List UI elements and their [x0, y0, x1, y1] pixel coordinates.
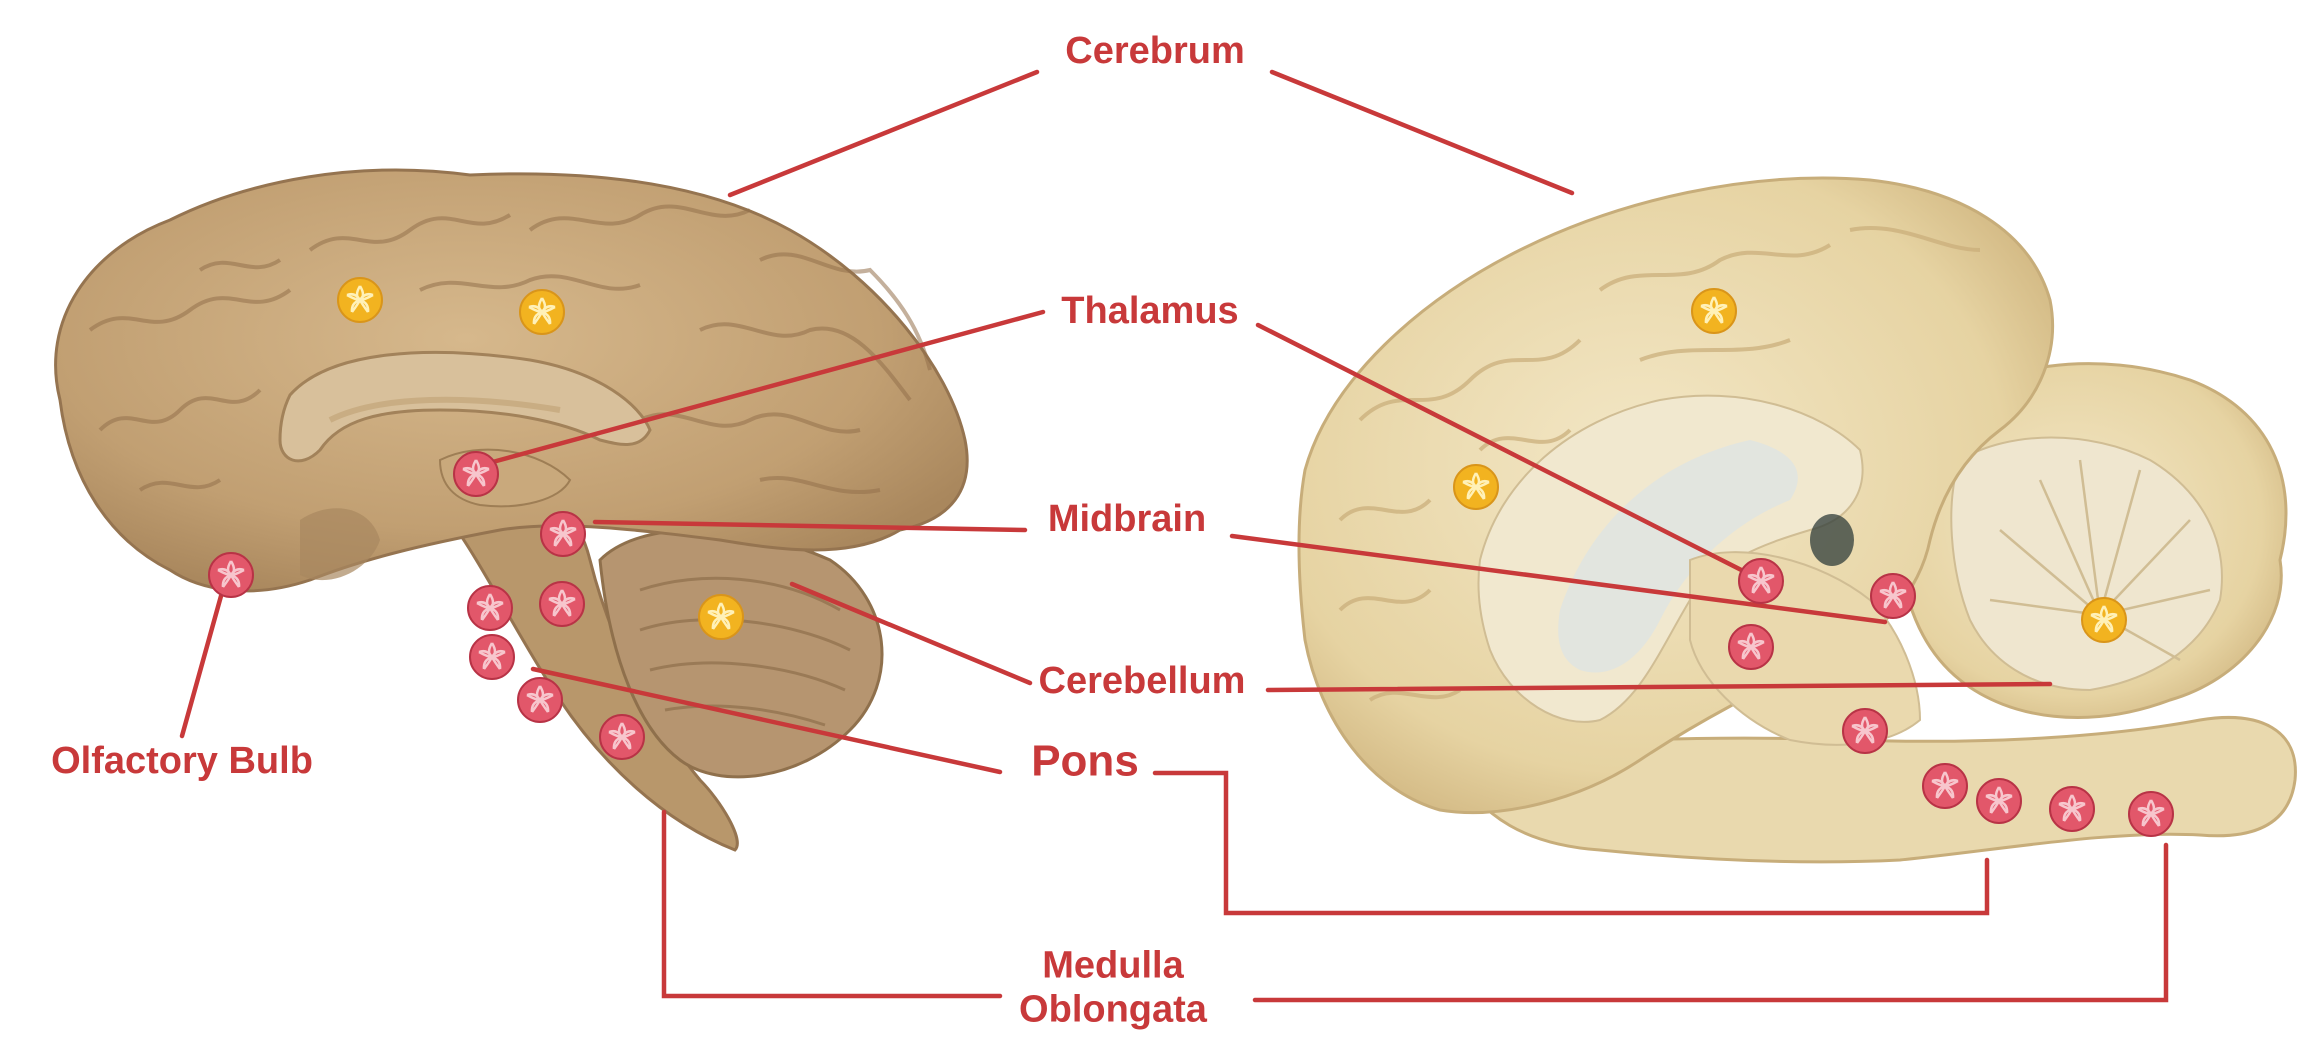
red-flower-marker: [1841, 707, 1889, 755]
red-flower-marker: [1727, 623, 1775, 671]
red-flower-marker: [538, 580, 586, 628]
red-flower-marker: [452, 450, 500, 498]
midbrain-line-left: [592, 519, 1028, 533]
cerebellum-line-left: [789, 581, 1033, 686]
red-flower-marker: [516, 676, 564, 724]
red-flower-marker: [1737, 557, 1785, 605]
olfactory-bulb-line: [179, 593, 224, 739]
red-flower-marker: [598, 713, 646, 761]
red-flower-marker: [1975, 777, 2023, 825]
pons-label: Pons: [1031, 736, 1139, 786]
olfactory-bulb-label: Olfactory Bulb: [51, 740, 313, 783]
thalamus-line-left: [475, 309, 1046, 469]
cerebellum-label: Cerebellum: [1038, 660, 1246, 703]
midbrain-label: Midbrain: [1047, 498, 1207, 541]
pons-line-right: [1152, 770, 1990, 916]
medulla-line-left: [661, 809, 1003, 999]
gold-star-marker: [336, 276, 384, 324]
cerebrum-line-right: [1269, 69, 1575, 196]
cerebrum-label: Cerebrum: [1065, 30, 1245, 73]
medulla-label-line1: Medulla: [1042, 944, 1184, 987]
thalamus-line-right: [1255, 322, 1768, 585]
red-flower-marker: [539, 510, 587, 558]
gold-star-marker: [697, 593, 745, 641]
cerebellum-line-right: [1265, 681, 2053, 693]
gold-star-marker: [1690, 287, 1738, 335]
red-flower-marker: [207, 551, 255, 599]
medulla-oblongata-label: Medulla Oblongata: [1019, 944, 1207, 1031]
medulla-line-right: [1252, 842, 2169, 1003]
gold-star-marker: [1452, 463, 1500, 511]
cerebrum-line-left: [727, 69, 1040, 198]
human-brain-image: [54, 168, 969, 852]
red-flower-marker: [468, 633, 516, 681]
midbrain-line-right: [1229, 533, 1888, 625]
thalamus-label: Thalamus: [1061, 290, 1239, 333]
gold-star-marker: [518, 288, 566, 336]
pons-line-left: [530, 666, 1003, 775]
red-flower-marker: [466, 584, 514, 632]
leader-lines: [179, 69, 2169, 1003]
gold-star-marker: [2080, 596, 2128, 644]
red-flower-marker: [2127, 790, 2175, 838]
medulla-label-line2: Oblongata: [1019, 988, 1207, 1030]
red-flower-marker: [2048, 785, 2096, 833]
red-flower-marker: [1921, 762, 1969, 810]
red-flower-marker: [1869, 572, 1917, 620]
animal-brain-image: [1297, 176, 2297, 864]
